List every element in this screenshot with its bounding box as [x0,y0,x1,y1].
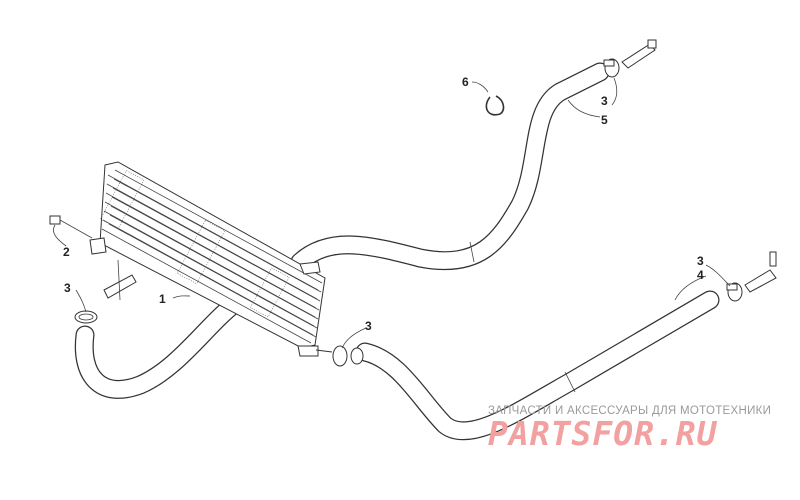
callout-6: 6 [462,75,469,89]
clamp-left [74,310,98,324]
watermark-brand: PARTSFOR.RU [488,414,718,453]
cooler-fins [100,169,323,344]
hose-4 [355,290,720,441]
clamp-top [603,58,620,78]
clamp-bottom [332,345,364,367]
callout-5: 5 [601,113,608,127]
callout-3-top: 3 [601,94,608,108]
clamp-right [726,282,743,302]
mounting-bracket [103,259,137,301]
fitting-top [621,39,657,69]
retaining-ring [485,95,505,116]
hose-left-return [74,290,250,399]
leader-lines [53,77,731,349]
callout-4: 4 [697,268,704,282]
callout-3-right: 3 [697,254,704,268]
callout-3-bottom: 3 [365,319,372,333]
bolt [49,215,93,239]
callout-1: 1 [159,292,166,306]
callout-2: 2 [63,245,70,259]
hose-5 [290,62,610,272]
oil-cooler [89,161,333,357]
fitting-right [744,251,777,293]
watermark-subtitle: ЗАПЧАСТИ И АКСЕССУАРЫ ДЛЯ МОТОТЕХНИКИ [488,405,772,417]
callout-3-left: 3 [64,281,71,295]
